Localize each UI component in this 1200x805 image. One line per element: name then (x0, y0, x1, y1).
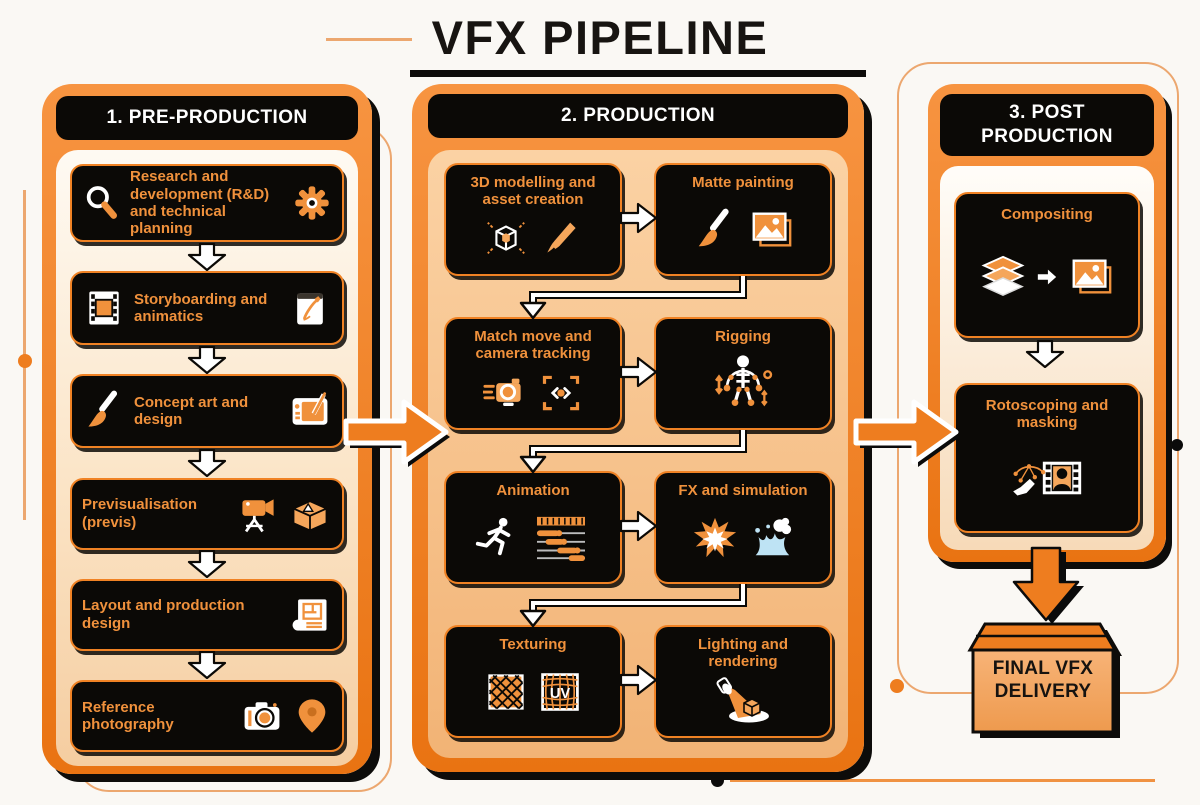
step-label: Lighting and rendering (698, 636, 788, 671)
step-lighting-rendering: Lighting and rendering (654, 625, 832, 738)
flow-right-arrow-icon (618, 202, 660, 234)
production-header-label: 2. PRODUCTION (560, 105, 716, 127)
step-animation: Animation (444, 471, 622, 584)
set-model-icon (288, 492, 332, 536)
column-pre-production: 1. PRE-PRODUCTION Research and developme… (42, 84, 372, 774)
decor-title-tick (326, 38, 412, 41)
step-previsualisation: Previsualisation (previs) (70, 477, 344, 550)
post-to-delivery-arrow-icon (1008, 545, 1090, 625)
pre-production-header: 1. PRE-PRODUCTION (56, 96, 358, 140)
step-matte-painting: Matte painting (654, 163, 832, 276)
step-label: Research and development (R&D) and techn… (130, 168, 270, 238)
flow-down-arrow-icon (1025, 340, 1065, 368)
decor-dot-orange-left (18, 354, 32, 368)
final-delivery-label: FINAL VFX DELIVERY (992, 658, 1094, 702)
step-rotoscoping: Rotoscoping and masking (954, 383, 1140, 533)
step-rigging: Rigging (654, 317, 832, 430)
production-body: 3D modelling and asset creation Matte pa… (428, 150, 848, 758)
notepad-icon (288, 286, 332, 330)
texture-swatch-icon (484, 670, 528, 714)
step-fx-simulation: FX and simulation (654, 471, 832, 584)
post-production-header-label: 3. POST PRODUCTION (981, 102, 1113, 147)
step-label: Matte painting (692, 174, 794, 191)
video-camera-icon (236, 492, 280, 536)
production-to-post-arrow-icon (850, 392, 962, 471)
arrow-right-icon (1036, 266, 1058, 288)
magnifier-icon (82, 183, 122, 223)
flow-down-arrow-icon (187, 550, 227, 579)
uv-map-icon: UV (538, 670, 582, 714)
film-mask-icon (1039, 455, 1085, 501)
post-production-header: 3. POST PRODUCTION (940, 94, 1154, 156)
tracking-target-icon (539, 371, 583, 415)
column-production: 2. PRODUCTION 3D modelling and asset cre… (412, 84, 864, 772)
water-splash-icon (748, 515, 794, 561)
step-compositing: Compositing (954, 192, 1140, 338)
step-label: Concept art and design (134, 393, 249, 429)
spotlight-icon (711, 676, 775, 725)
step-label: Animation (496, 482, 570, 499)
drawing-tablet-icon (288, 389, 332, 433)
column-post-production: 3. POST PRODUCTION Compositing Rotoscopi… (928, 84, 1166, 562)
step-label: Storyboarding and animatics (134, 290, 268, 326)
page-title: VFX PIPELINE (431, 11, 769, 64)
step-label: FX and simulation (678, 482, 808, 499)
pre-production-header-label: 1. PRE-PRODUCTION (106, 107, 308, 129)
skeleton-rig-icon (711, 352, 775, 416)
location-pin-icon (292, 696, 332, 736)
step-label: Texturing (499, 636, 567, 653)
timeline-icon (529, 514, 593, 562)
image-stack-icon (1068, 254, 1114, 300)
paintbrush-icon (692, 207, 738, 253)
step-reference-photography: Reference photography (70, 679, 344, 752)
step-label: Rotoscoping and masking (985, 397, 1109, 432)
image-stack-icon (748, 207, 794, 253)
layers-icon (980, 254, 1026, 300)
svg-text:UV: UV (550, 686, 571, 702)
wireframe-cube-icon (483, 216, 529, 262)
step-texturing: Texturing UV (444, 625, 622, 738)
flow-down-arrow-icon (187, 448, 227, 477)
decor-dot-black-right (1171, 439, 1183, 451)
step-label: Reference photography (82, 698, 174, 733)
flow-down-arrow-icon (187, 345, 227, 374)
pre-production-body: Research and development (R&D) and techn… (56, 150, 358, 766)
flow-right-arrow-icon (618, 356, 660, 388)
production-header: 2. PRODUCTION (428, 94, 848, 138)
step-label: Layout and production design (82, 597, 245, 632)
step-label: 3D modelling and asset creation (470, 174, 596, 209)
step-label: Compositing (1001, 206, 1093, 223)
paintbrush-icon (82, 389, 126, 433)
decor-dot-orange-right (890, 679, 904, 693)
flow-down-arrow-icon (187, 242, 227, 271)
sculpt-tool-icon (539, 217, 583, 261)
flow-right-arrow-icon (618, 664, 660, 696)
decor-dot-black-bottom (711, 774, 724, 787)
pen-tool-icon (1009, 458, 1049, 498)
step-label: Previsualisation (previs) (82, 496, 198, 531)
step-label: Rigging (715, 328, 771, 345)
gear-icon (292, 183, 332, 223)
step-research-development: Research and development (R&D) and techn… (70, 164, 344, 242)
step-match-move: Match move and camera tracking (444, 317, 622, 430)
step-3d-modelling: 3D modelling and asset creation (444, 163, 622, 276)
flow-right-arrow-icon (618, 510, 660, 542)
step-layout-design: Layout and production design (70, 578, 344, 651)
decor-title-underline (410, 70, 866, 77)
running-figure-icon (473, 515, 519, 561)
pre-to-production-arrow-icon (340, 392, 452, 471)
step-concept-art: Concept art and design (70, 374, 344, 449)
motion-camera-icon (483, 370, 529, 416)
step-label: Match move and camera tracking (474, 328, 592, 363)
film-strip-icon (82, 286, 126, 330)
decor-bottom-line (730, 779, 1155, 782)
step-storyboarding: Storyboarding and animatics (70, 271, 344, 346)
flow-down-arrow-icon (187, 651, 227, 680)
camera-icon (240, 694, 284, 738)
blueprint-icon (288, 593, 332, 637)
explosion-icon (692, 515, 738, 561)
